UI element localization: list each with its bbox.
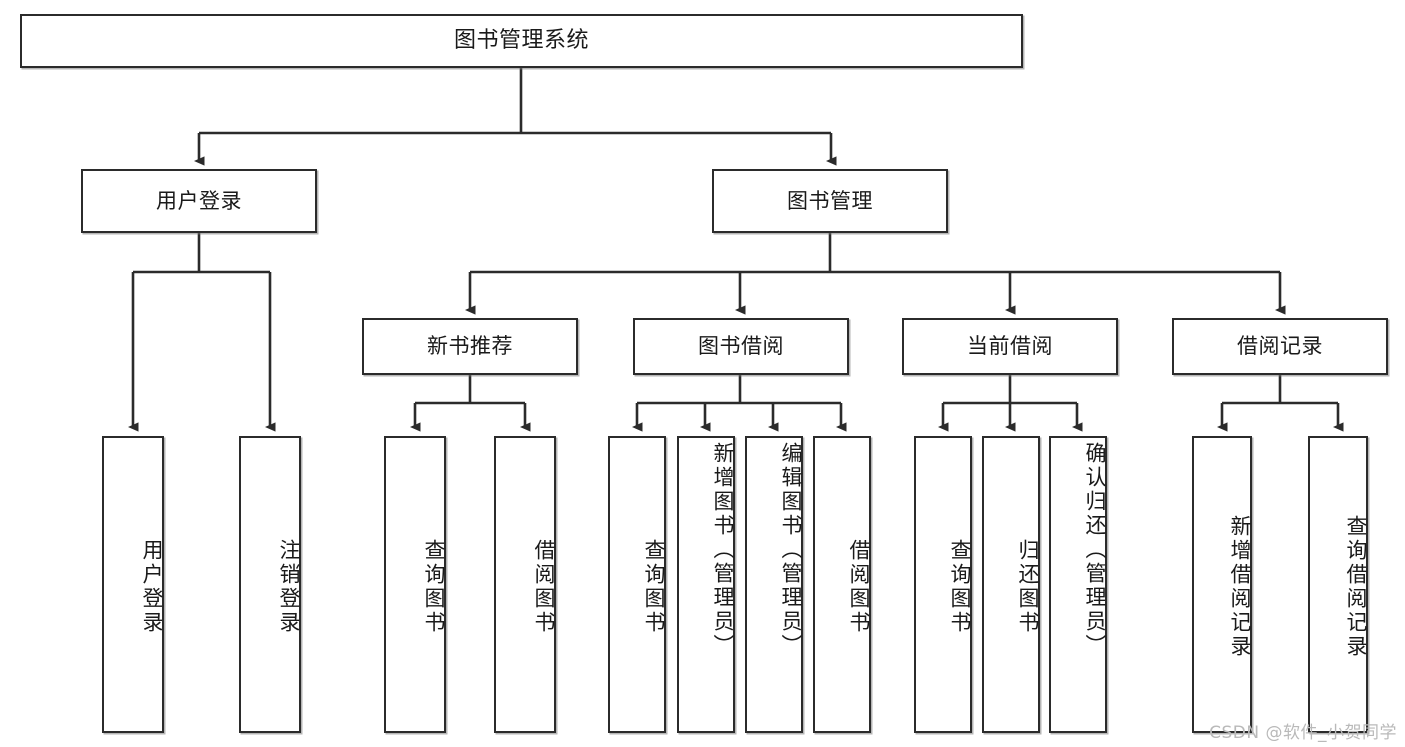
node-label: 查询图书 bbox=[642, 538, 666, 635]
node-leaf-query-book-1[interactable]: 查询图书 bbox=[384, 436, 446, 733]
node-label: 借阅图书 bbox=[847, 538, 871, 635]
node-label: 当前借阅 bbox=[967, 334, 1053, 359]
node-label: 新书推荐 bbox=[427, 334, 513, 359]
node-label: 确认归还（管理员） bbox=[1083, 442, 1107, 658]
node-label: 注销登录 bbox=[277, 538, 301, 635]
node-label: 新增借阅记录 bbox=[1228, 514, 1252, 659]
node-leaf-logout[interactable]: 注销登录 bbox=[239, 436, 301, 733]
node-label: 用户登录 bbox=[156, 188, 242, 213]
csdn-watermark: CSDN @软件_小贺同学 bbox=[1209, 723, 1397, 743]
node-leaf-query-book-2[interactable]: 查询图书 bbox=[608, 436, 666, 733]
node-label: 查询借阅记录 bbox=[1344, 514, 1368, 659]
node-leaf-query-book-3[interactable]: 查询图书 bbox=[914, 436, 972, 733]
node-label: 查询图书 bbox=[948, 538, 972, 635]
node-label: 图书管理 bbox=[787, 188, 873, 213]
node-label: 图书管理系统 bbox=[453, 28, 589, 54]
node-label: 归还图书 bbox=[1016, 538, 1040, 635]
node-label: 借阅记录 bbox=[1237, 334, 1323, 359]
node-label: 查询图书 bbox=[422, 538, 446, 635]
node-leaf-edit-book[interactable]: 编辑图书（管理员） bbox=[745, 436, 803, 733]
node-leaf-add-record[interactable]: 新增借阅记录 bbox=[1192, 436, 1252, 733]
node-book-manage[interactable]: 图书管理 bbox=[712, 169, 948, 233]
node-label: 新增图书（管理员） bbox=[711, 442, 735, 658]
node-book-borrow[interactable]: 图书借阅 bbox=[633, 318, 849, 375]
node-label: 图书借阅 bbox=[698, 334, 784, 359]
node-leaf-user-login[interactable]: 用户登录 bbox=[102, 436, 164, 733]
node-root-system[interactable]: 图书管理系统 bbox=[20, 14, 1023, 68]
node-leaf-return-book[interactable]: 归还图书 bbox=[982, 436, 1040, 733]
node-leaf-confirm-return[interactable]: 确认归还（管理员） bbox=[1049, 436, 1107, 733]
node-borrow-record[interactable]: 借阅记录 bbox=[1172, 318, 1388, 375]
node-current-borrow[interactable]: 当前借阅 bbox=[902, 318, 1118, 375]
node-leaf-query-record[interactable]: 查询借阅记录 bbox=[1308, 436, 1368, 733]
node-leaf-borrow-book-2[interactable]: 借阅图书 bbox=[813, 436, 871, 733]
node-label: 借阅图书 bbox=[532, 538, 556, 635]
node-user-login[interactable]: 用户登录 bbox=[81, 169, 317, 233]
node-leaf-add-book[interactable]: 新增图书（管理员） bbox=[677, 436, 735, 733]
node-leaf-borrow-book-1[interactable]: 借阅图书 bbox=[494, 436, 556, 733]
node-new-book-recommend[interactable]: 新书推荐 bbox=[362, 318, 578, 375]
node-label: 用户登录 bbox=[140, 538, 164, 635]
node-label: 编辑图书（管理员） bbox=[779, 442, 803, 658]
